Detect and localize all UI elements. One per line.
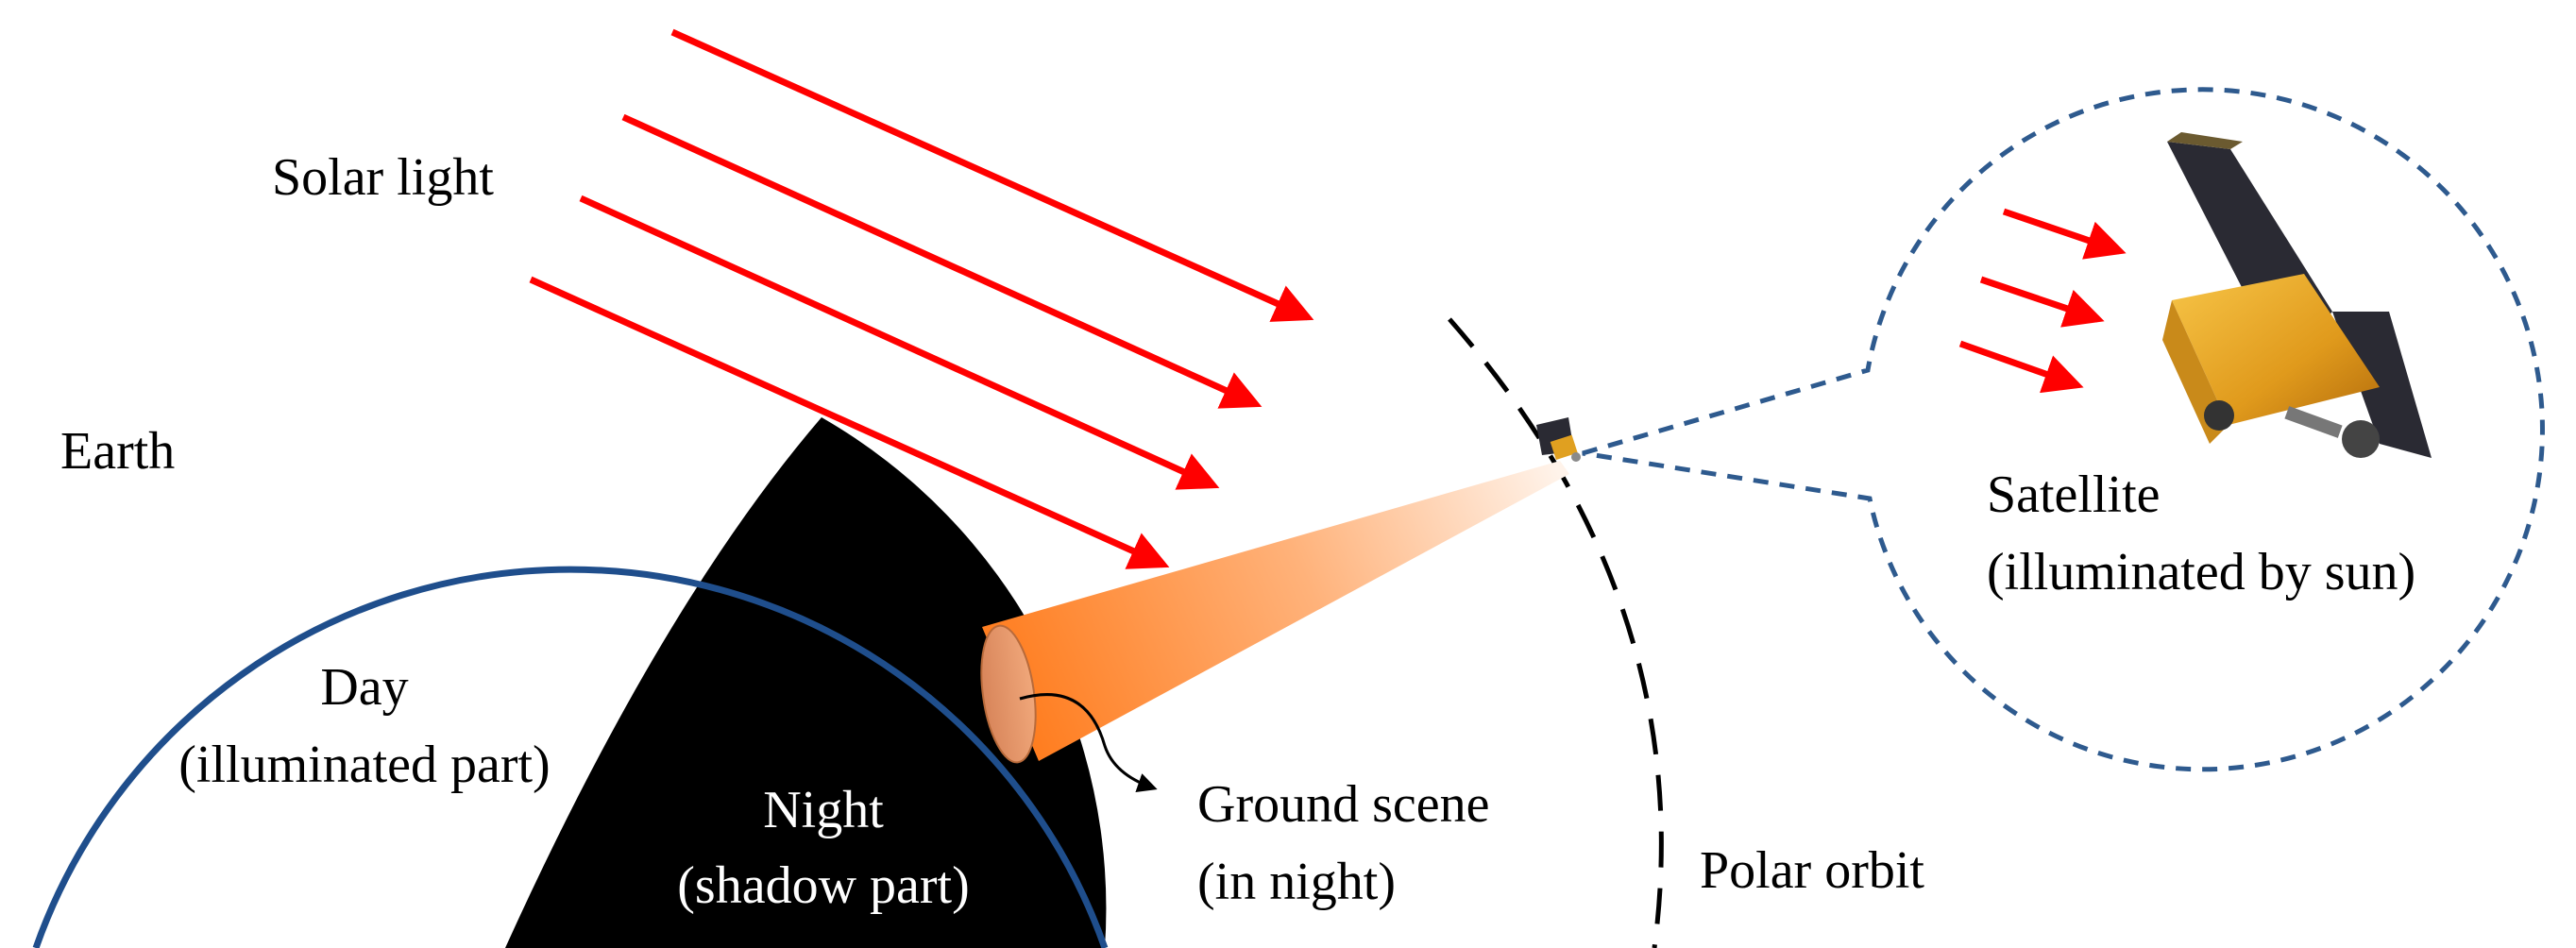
viewing-beam xyxy=(980,461,1569,764)
satellite-antenna xyxy=(2284,406,2343,438)
solar-ray xyxy=(621,113,1263,409)
satellite-small-icon xyxy=(1536,417,1581,462)
earth-outline xyxy=(32,566,1109,948)
night-sublabel: (shadow part) xyxy=(677,856,969,915)
earth-label: Earth xyxy=(60,422,175,481)
night-label: Night xyxy=(763,781,884,839)
solar-ray xyxy=(670,28,1314,322)
beam-cone xyxy=(982,461,1569,761)
solar-panel xyxy=(2332,312,2432,458)
arrow-right-icon xyxy=(2002,208,2127,260)
day-sublabel: (illuminated part) xyxy=(178,736,550,794)
solar-rays xyxy=(529,28,1314,569)
satellite-icon xyxy=(2162,132,2432,458)
callout-rays xyxy=(1958,208,2127,394)
solar-light-label: Solar light xyxy=(272,148,494,207)
arrow-right-icon xyxy=(1979,276,2105,328)
polar-orbit-path xyxy=(1448,317,1664,948)
satellite-sublabel: (illuminated by sun) xyxy=(1987,543,2415,601)
day-label: Day xyxy=(320,658,408,717)
solar-ray xyxy=(579,195,1220,490)
polar-orbit-label: Polar orbit xyxy=(1700,841,1924,900)
beam-footprint xyxy=(980,624,1037,764)
satellite-callout xyxy=(1582,87,2545,772)
arrow-right-icon xyxy=(1958,340,2084,394)
solar-panel-edge xyxy=(2167,132,2243,149)
ground-scene-sublabel: (in night) xyxy=(1197,853,1396,911)
satellite-thruster xyxy=(2204,400,2234,431)
ground-scene-label: Ground scene xyxy=(1197,775,1489,834)
earth-night-region xyxy=(505,417,1107,948)
satellite-body xyxy=(2172,274,2380,425)
satellite-thruster xyxy=(2342,420,2380,458)
solar-ray xyxy=(529,276,1170,569)
curved-arrow-icon xyxy=(1019,693,1158,792)
satellite-label: Satellite xyxy=(1987,466,2161,524)
